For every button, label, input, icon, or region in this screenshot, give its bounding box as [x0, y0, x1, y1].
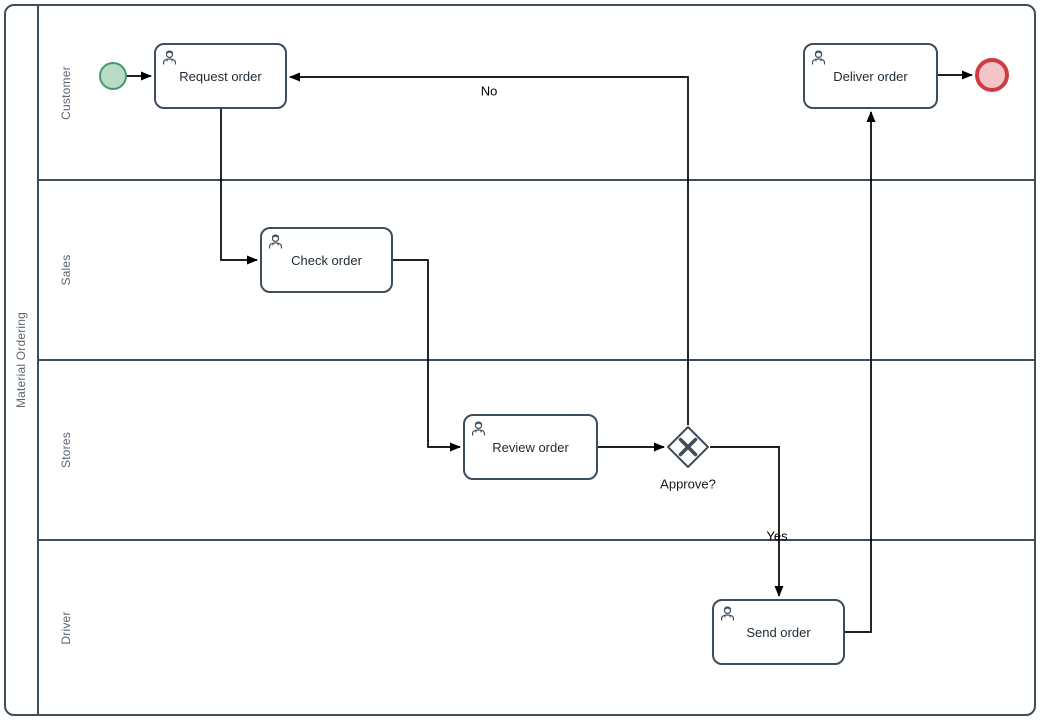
exclusive-gateway-icon — [667, 426, 709, 468]
task-send-order[interactable]: Send order — [712, 599, 845, 665]
flow-gateway-to-send-order[interactable] — [710, 446, 784, 597]
user-task-icon — [470, 420, 487, 437]
task-label: Review order — [492, 439, 569, 455]
task-label: Deliver order — [833, 68, 908, 84]
lane-label-customer[interactable]: Customer — [59, 65, 73, 120]
gateway-approve[interactable] — [665, 424, 711, 470]
task-request-order[interactable]: Request order — [154, 43, 287, 109]
task-label: Request order — [179, 68, 262, 84]
flow-condition-label-yes: Yes — [766, 528, 788, 544]
end-event[interactable] — [975, 58, 1009, 92]
pool-header-divider — [37, 5, 39, 716]
task-label: Send order — [746, 624, 811, 640]
flow-send-order-to-deliver-order[interactable] — [845, 111, 876, 633]
flow-check-order-to-review-order[interactable] — [393, 259, 461, 452]
start-event[interactable] — [99, 62, 127, 90]
user-task-icon — [161, 49, 178, 66]
task-label: Check order — [291, 252, 362, 268]
lane-label-sales[interactable]: Sales — [59, 254, 73, 286]
lane-label-stores[interactable]: Stores — [59, 432, 73, 468]
task-review-order[interactable]: Review order — [463, 414, 598, 480]
pool-label: Material Ordering — [14, 311, 28, 409]
user-task-icon — [719, 605, 736, 622]
flow-gateway-to-request-order[interactable] — [289, 72, 689, 425]
user-task-icon — [267, 233, 284, 250]
flow-request-order-to-check-order[interactable] — [220, 109, 258, 265]
task-deliver-order[interactable]: Deliver order — [803, 43, 938, 109]
lane-divider — [39, 179, 1036, 181]
lane-divider — [39, 539, 1036, 541]
lane-divider — [39, 359, 1036, 361]
user-task-icon — [810, 49, 827, 66]
lane-label-driver[interactable]: Driver — [59, 611, 73, 645]
gateway-label: Approve? — [660, 476, 716, 492]
flow-condition-label-no: No — [480, 83, 498, 99]
task-check-order[interactable]: Check order — [260, 227, 393, 293]
